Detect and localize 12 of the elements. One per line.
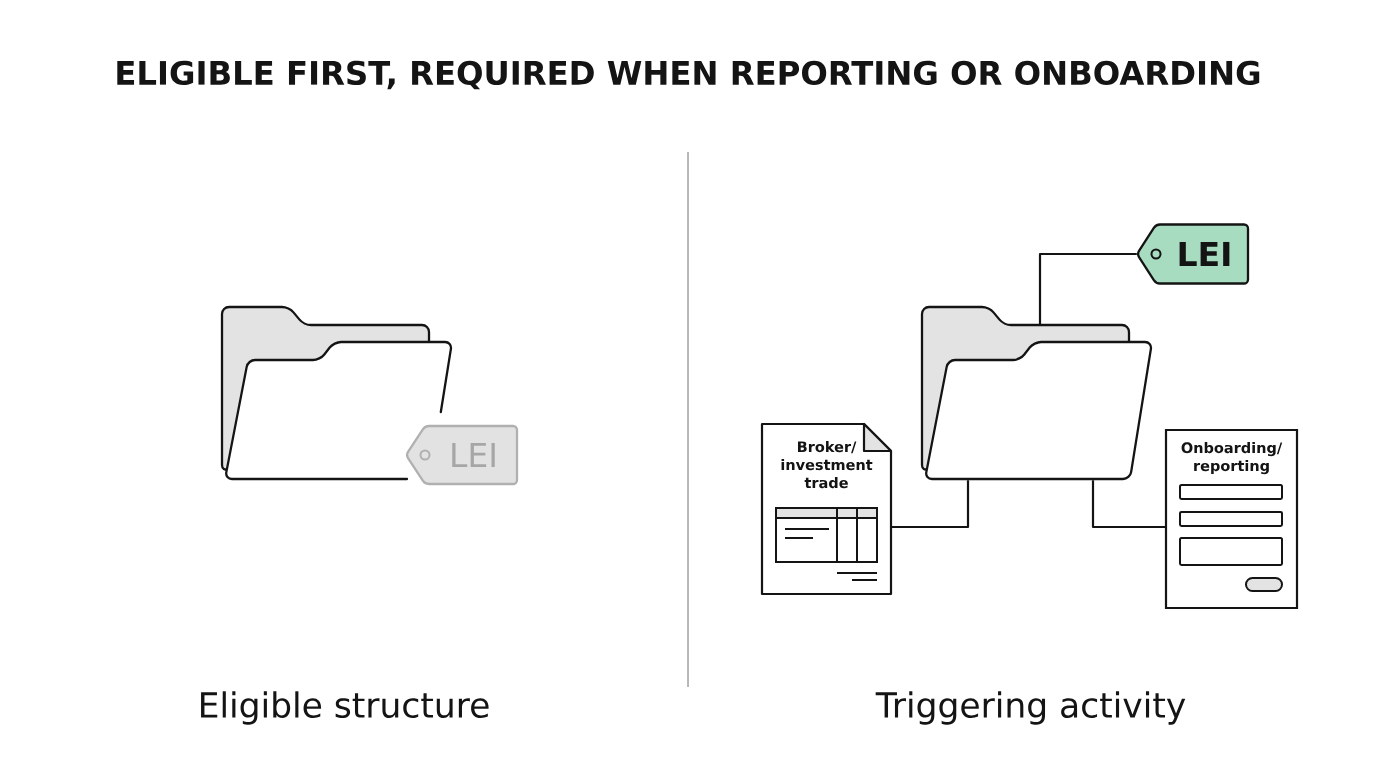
tag: LEI xyxy=(1137,223,1250,285)
panel-caption: Eligible structure xyxy=(201,691,489,725)
connector-line xyxy=(891,480,970,529)
title: ELIGIBLE FIRST, REQUIRED WHEN REPORTING OR ONBOARDING xyxy=(117,60,1260,90)
tag: LEI xyxy=(406,424,519,486)
connector-line xyxy=(1091,480,1166,529)
form: Onboarding/ reporting xyxy=(1164,428,1299,610)
connector-line xyxy=(1038,252,1137,325)
folder-icon xyxy=(220,305,453,481)
folder-icon xyxy=(920,305,1153,481)
document: Broker/ investment trade xyxy=(760,422,893,596)
panel-caption: Triggering activity xyxy=(875,691,1186,725)
